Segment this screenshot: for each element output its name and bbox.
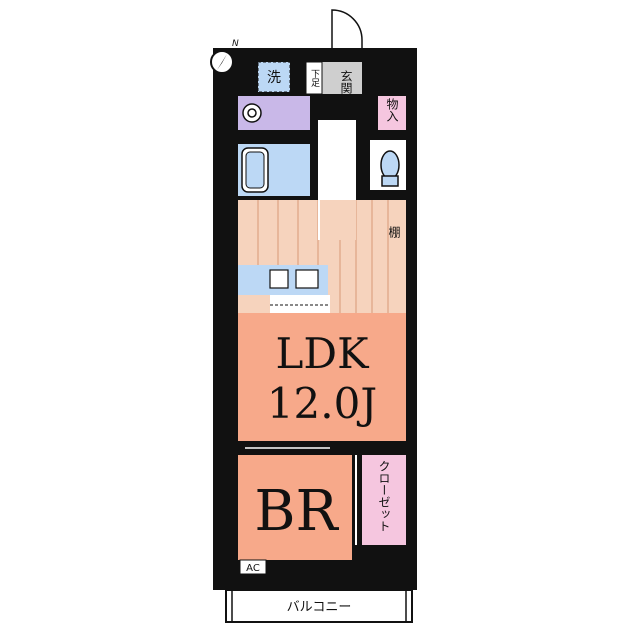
shoe-box xyxy=(305,61,323,95)
balcony xyxy=(225,589,413,623)
closet xyxy=(362,455,406,545)
br-label: BR xyxy=(254,479,339,544)
storage-closet xyxy=(378,96,406,130)
entrance-area xyxy=(322,62,362,94)
wash-basin-icon xyxy=(242,103,262,123)
north-label: N xyxy=(232,39,239,49)
hallway-floor xyxy=(320,200,356,240)
sink-icon xyxy=(269,269,289,289)
stove-icon xyxy=(295,269,319,289)
entrance-door xyxy=(331,9,363,48)
washer-space xyxy=(257,61,291,93)
br-room xyxy=(238,455,352,560)
closet-label: クローゼット xyxy=(377,460,391,532)
shoe-box-label: 下足 xyxy=(309,69,320,88)
ldk-size: 12.0J xyxy=(267,379,377,428)
shelf-label: 棚 xyxy=(387,225,401,239)
ldk-label: LDK xyxy=(276,329,371,378)
north-compass-icon xyxy=(210,50,234,74)
ac-unit xyxy=(239,559,267,575)
entrance-label: 玄関 xyxy=(339,69,353,94)
toilet-icon xyxy=(380,150,400,180)
storage-label: 物入 xyxy=(385,98,399,122)
washer-label: 洗 xyxy=(267,70,281,86)
balcony-label: バルコニー xyxy=(287,600,352,615)
ac-label: AC xyxy=(246,563,260,574)
ldk-room xyxy=(238,313,406,441)
